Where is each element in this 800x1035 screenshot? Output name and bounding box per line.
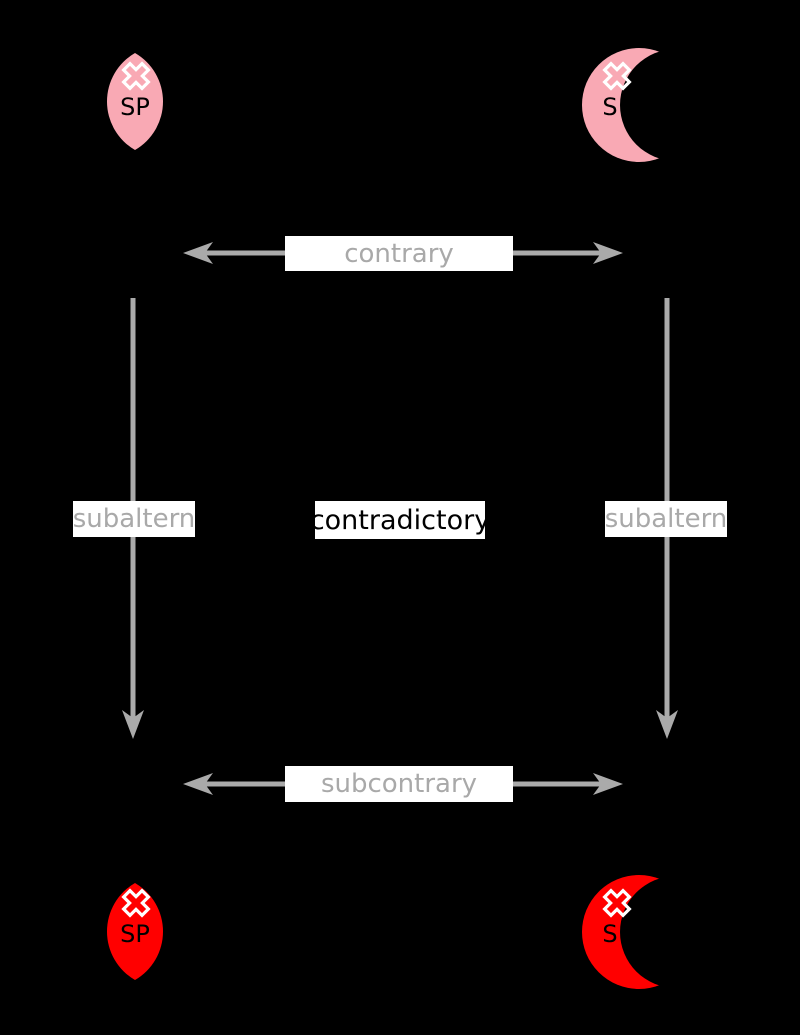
node-top-left-lens <box>106 53 164 150</box>
subaltern-right-label: subaltern <box>605 501 727 537</box>
cross-icon <box>121 888 151 918</box>
cross-icons <box>121 61 632 918</box>
node-top-left-label: SP <box>120 93 150 121</box>
arrowhead-right-icon <box>593 242 623 264</box>
arrowhead-left-icon <box>183 773 213 795</box>
cross-icon <box>602 61 632 91</box>
node-bottom-left-label: SP <box>120 920 150 948</box>
cross-icon <box>602 888 632 918</box>
cross-icon <box>121 61 151 91</box>
arrowhead-down-icon <box>656 710 678 739</box>
crescent-cutout-circle <box>620 49 732 161</box>
node-bottom-right-crescent <box>582 875 732 989</box>
crescent-cutout-circle <box>620 876 732 988</box>
subcontrary-label: subcontrary <box>285 766 513 802</box>
arrowhead-right-icon <box>593 773 623 795</box>
arrowhead-down-icon <box>122 710 144 739</box>
node-bottom-left-lens <box>106 883 164 980</box>
contradictory-label: contradictory <box>315 501 485 539</box>
subaltern-left-label: subaltern <box>73 501 195 537</box>
arrowhead-left-icon <box>183 242 213 264</box>
node-bottom-right-label: S <box>602 920 618 948</box>
contrary-label: contrary <box>285 236 513 271</box>
node-top-right-label: S <box>602 93 618 121</box>
node-top-right-crescent <box>582 48 732 162</box>
